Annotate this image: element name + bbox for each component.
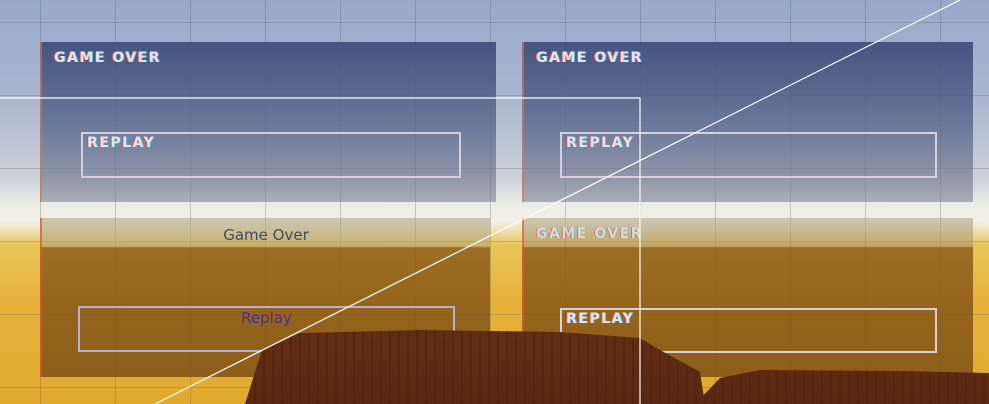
replay-label: REPLAY — [566, 135, 635, 151]
game-over-title: Game Over — [223, 226, 309, 244]
replay-label: Replay — [241, 309, 292, 327]
game-over-panel-4[interactable]: GAME OVER REPLAY — [522, 218, 973, 377]
gizmo-lines — [0, 0, 960, 404]
rock-mesa-right — [695, 370, 989, 404]
game-over-title: GAME OVER — [536, 226, 643, 242]
replay-button[interactable]: REPLAY — [560, 132, 937, 178]
game-over-title: GAME OVER — [536, 50, 643, 66]
replay-label: REPLAY — [87, 135, 156, 151]
game-over-title: GAME OVER — [54, 50, 161, 66]
replay-button[interactable]: REPLAY — [560, 308, 937, 353]
rock-mesa-left — [245, 330, 705, 404]
replay-button[interactable]: REPLAY — [81, 132, 461, 178]
game-over-panel-2[interactable]: GAME OVER REPLAY — [522, 42, 973, 202]
game-over-panel-1[interactable]: GAME OVER REPLAY — [40, 42, 496, 202]
replay-label: REPLAY — [566, 311, 635, 327]
